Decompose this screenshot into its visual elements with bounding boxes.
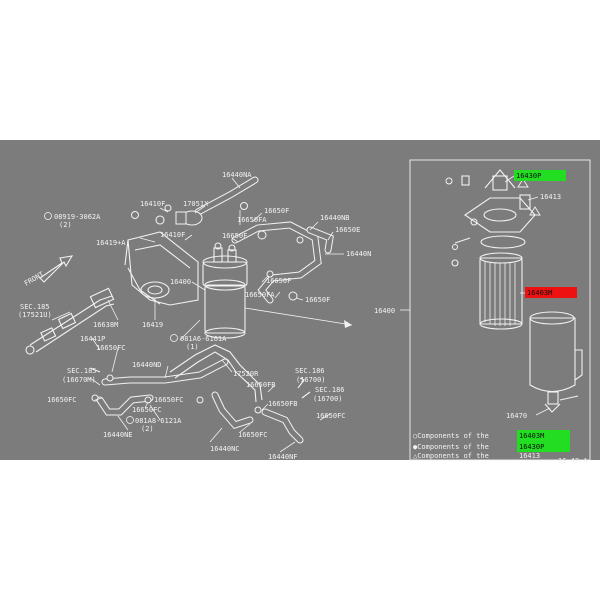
legend-row-2-prefix: ●Components of the [413, 443, 489, 451]
label-16650fc-f: 16650FC [238, 431, 268, 439]
highlight-16430p [514, 170, 566, 181]
label-sec186a: SEC.186 [295, 367, 325, 375]
label-16650f-r2: 16650F [305, 296, 330, 304]
label-16638m: 16638M [93, 321, 118, 329]
label-16650f-top: 16650F [264, 207, 289, 215]
main-assembly [25, 176, 334, 444]
label-sec186a-sub: (16700) [296, 376, 326, 384]
label-16419a: 16419+A [96, 239, 126, 247]
label-16440nd: 16440ND [132, 361, 162, 369]
label-16400: 16400 [170, 278, 191, 286]
label-sec185a-sub: (17521U) [18, 311, 52, 319]
label-16410f-mid: 16410F [160, 231, 185, 239]
label-08919: 08919-3062A [54, 213, 101, 221]
inset-label-16470: 16470 [506, 412, 527, 420]
label-16440nf: 16440NF [268, 453, 298, 461]
legend-row-3-part: 16413 [519, 452, 540, 460]
filter-bowl [529, 311, 583, 413]
label-16650fc-b: 16650FC [47, 396, 77, 404]
label-17051x: 17051X [183, 200, 209, 208]
label-sec186b: SEC.186 [315, 386, 345, 394]
label-16440ne: 16440NE [103, 431, 133, 439]
label-16650fa-mid: 16650FA [245, 291, 275, 299]
label-081a8-qty: (2) [141, 425, 154, 433]
inset-label-16413: 16413 [540, 193, 561, 201]
label-sec185b: SEC.185 [67, 367, 97, 375]
inset-drawing [445, 169, 583, 413]
label-16650e: 16650E [335, 226, 360, 234]
label-08919-qty: (2) [59, 221, 72, 229]
highlight-legend-16403m [517, 430, 570, 441]
label-16440nb: 16440NB [320, 214, 350, 222]
filter-bracket [124, 231, 199, 306]
inset-labels: 16430P 16413 16403M 16470 [506, 172, 561, 420]
fuel-filter-housing [202, 242, 248, 339]
label-16441p: 16441P [80, 335, 105, 343]
label-16650fc-a: 16650FC [96, 344, 126, 352]
main-labels: 16440NA 17051X 16410F 16650F 08919-3062A… [18, 171, 395, 461]
label-081a8: 081A8-6121A [135, 417, 182, 425]
inset-label-16430p: 16430P [516, 172, 541, 180]
label-16650fb-a: 16650FB [246, 381, 276, 389]
label-16650fc-c: 16650FC [154, 396, 184, 404]
highlight-legend-16430p [517, 441, 570, 452]
label-16400-callout: 16400 [374, 307, 395, 315]
label-16650fb-b: 16650FB [268, 400, 298, 408]
label-16410f-top: 16410F [140, 200, 165, 208]
label-16650fc-e: 16650FC [316, 412, 346, 420]
label-17520r: 17520R [233, 370, 259, 378]
label-16650fc-d: 16650FC [132, 406, 162, 414]
legend-row-2-part: 16430P [519, 443, 544, 451]
front-arrow [39, 255, 74, 283]
inset-legend: ○Components of the 16403M ●Components of… [413, 432, 544, 460]
legend-row-3-prefix: △Components of the [413, 452, 489, 460]
label-081a6-qty: (1) [186, 343, 199, 351]
label-sec185b-sub: (16670M) [62, 376, 96, 384]
filter-element [479, 252, 523, 330]
fuel-rail [25, 287, 115, 355]
label-16650f-r: 16650F [266, 277, 291, 285]
label-16419: 16419 [142, 321, 163, 329]
label-sec185a: SEC.185 [20, 303, 50, 311]
legend-row-1-prefix: ○Components of the [413, 432, 489, 440]
corner-fragment: 16 43 A [558, 457, 588, 465]
leader-lines [51, 177, 410, 453]
label-081a6: 081A6-6161A [180, 335, 227, 343]
label-16650fa-top: 16650FA [237, 216, 267, 224]
label-sec186b-sub: (16700) [313, 395, 343, 403]
inset-label-16403m: 16403M [527, 289, 552, 297]
highlight-16403m [525, 287, 577, 298]
label-16650f-mid: 16650F [222, 232, 247, 240]
label-16440n: 16440N [346, 250, 371, 258]
label-16440nc: 16440NC [210, 445, 240, 453]
legend-row-1-part: 16403M [519, 432, 544, 440]
label-16440na: 16440NA [222, 171, 252, 179]
